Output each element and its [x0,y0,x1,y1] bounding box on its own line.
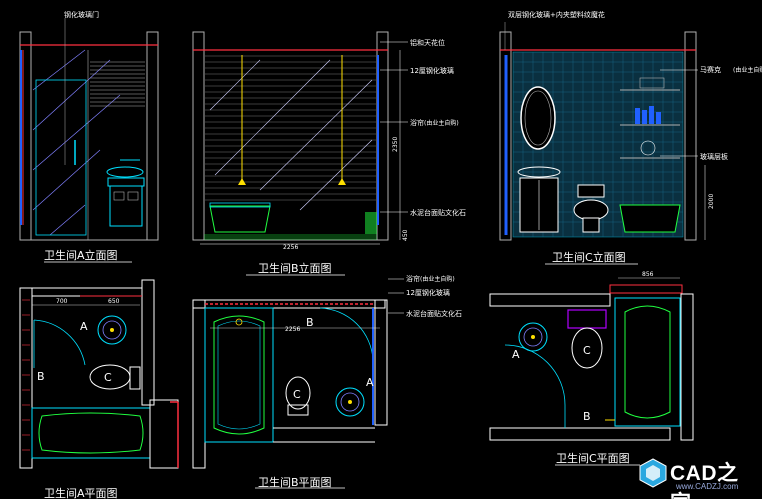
cad-logo-icon [639,458,667,488]
c-plan-letter-c: C [583,344,591,357]
b-plan-dim: 2256 [285,326,300,333]
b-elev-dim-h2: 450 [402,229,409,241]
b-plan-callout-counter: 水泥台面贴文化石 [406,309,462,318]
blind-slats [205,55,376,201]
b-elev-callout-counter: 水泥台面贴文化石 [410,208,466,217]
b-elev-dim-h1: 2350 [392,137,399,152]
bathroom-b-elevation: 2256 2350 450 铝和天花位 12厘钢化玻璃 浴帘 (由业主自购) 水… [192,31,466,276]
site-watermark: CAD之家 www.CADZJ.com [636,455,758,499]
b-elev-callout-ceiling: 铝和天花位 [410,38,445,47]
c-elev-note: 双层钢化玻璃+内夹塑料纹魔花 [508,10,605,19]
b-plan-letter-c: C [293,388,301,401]
b-plan-title: 卫生间B平面图 [258,475,332,489]
bathroom-a-plan: 700 650 A B C 卫生间A平面图 [19,279,179,499]
c-plan-letter-a: A [512,348,520,361]
c-elev-callout-mosaic: 马赛克 [700,65,721,74]
a-plan-title: 卫生间A平面图 [44,486,118,499]
c-elev-dim-h: 2000 [708,194,715,209]
a-plan-dim2: 650 [108,298,120,305]
b-elev-callout-curtain: 浴帘 [410,118,424,127]
bathroom-c-elevation: 2000 马赛克 (由业主自购) 玻璃层板 双层钢化玻璃+内夹塑料纹魔花 卫生间… [499,10,762,265]
c-plan-title: 卫生间C平面图 [556,451,630,465]
b-elev-title: 卫生间B立面图 [258,261,332,275]
a-plan-letter-b: B [37,370,45,383]
b-plan-callout-glass: 12厘钢化玻璃 [406,288,450,297]
c-plan-letter-b: B [583,410,591,423]
a-plan-dim1: 700 [56,298,68,305]
a-elev-title: 卫生间A立面图 [44,248,118,262]
b-plan-callout-curtain: 浴帘 [406,274,420,283]
b-elev-callout-sub: (由业主自购) [424,119,459,127]
c-plan-dim: 856 [642,271,654,278]
b-elev-callout-glass: 12厘钢化玻璃 [410,66,454,75]
c-elev-callout-shelf: 玻璃层板 [700,152,728,161]
c-elev-callout-sub: (由业主自购) [733,66,762,74]
watermark-brand: CAD之家 [670,462,739,499]
bathroom-c-plan: 856 A C B 卫生间C平面图 [489,271,694,466]
bathroom-b-plan: 2256 B C A 浴帘 (由业主自购) 12厘钢化玻璃 水泥台面贴文化石 卫… [192,274,462,489]
b-elev-dim-width: 2256 [283,244,298,251]
b-plan-callout-sub: (由业主自购) [420,275,455,283]
a-elev-note: 钢化玻璃门 [64,10,99,19]
a-plan-letter-c: C [104,371,112,384]
watermark-url: www.CADZJ.com [676,482,739,491]
bathroom-a-elevation: 钢化玻璃门 卫生间A立面图 [19,10,159,263]
b-plan-letter-b: B [306,316,314,329]
b-plan-letter-a: A [366,376,374,389]
a-plan-letter-a: A [80,320,88,333]
c-elev-title: 卫生间C立面图 [552,250,626,264]
